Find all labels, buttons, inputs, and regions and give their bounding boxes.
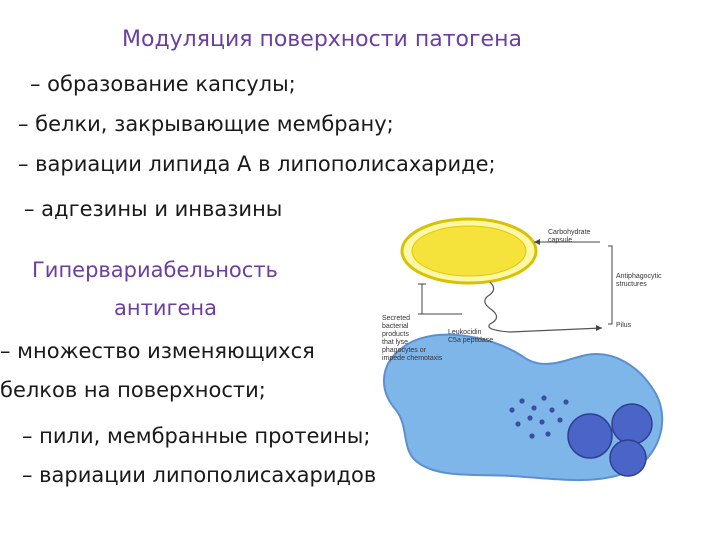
- arrowheads: [534, 239, 602, 331]
- lps-variation-item: – вариации липополисахаридов: [22, 463, 377, 487]
- peptidase-label: C5a peptidase: [448, 337, 493, 344]
- lipid-a-item: – вариации липида А в липополисахариде;: [18, 152, 496, 176]
- that-lyse-label: that lyse: [382, 339, 408, 346]
- secreted-label: Secreted: [382, 315, 410, 322]
- changing-proteins-item: – множество изменяющихся: [0, 339, 315, 363]
- adhesins-item: – адгезины и инвазины: [24, 197, 283, 221]
- chemotaxis-label: impede chemotaxis: [382, 355, 443, 362]
- structures-label: structures: [616, 281, 647, 288]
- antiphagocytic-label: Antiphagocytic: [616, 273, 662, 280]
- leukocidin-label: Leukocidin: [448, 329, 482, 336]
- products-label: products: [382, 331, 409, 338]
- granules: [509, 395, 569, 439]
- carbohydrate-label: Carbohydrate: [548, 229, 591, 236]
- surface-proteins-item: белков на поверхности;: [0, 378, 266, 402]
- capsule-formation-item: – образование капсулы;: [30, 72, 296, 96]
- pilus-fiber: [484, 281, 603, 333]
- pathogen-phagocyte-diagram: Carbohydrate capsule Antiphagocytic stru…: [372, 196, 680, 486]
- bacterial-label: bacterial: [382, 323, 409, 330]
- nucleus: [567, 403, 653, 477]
- callout-lines: [418, 241, 613, 325]
- bacterium: [400, 217, 538, 285]
- hypervariability-heading-cont: антигена: [114, 296, 218, 320]
- slide-title: Модуляция поверхности патогена: [122, 27, 522, 52]
- pili-item: – пили, мембранные протеины;: [22, 424, 371, 448]
- phagocytes-label: phagocytes or: [382, 347, 427, 354]
- capsule-label: capsule: [548, 237, 572, 244]
- membrane-proteins-item: – белки, закрывающие мембрану;: [18, 112, 394, 136]
- hypervariability-heading: Гипервариабельность: [32, 258, 278, 282]
- pilus-label: Pilus: [616, 322, 632, 329]
